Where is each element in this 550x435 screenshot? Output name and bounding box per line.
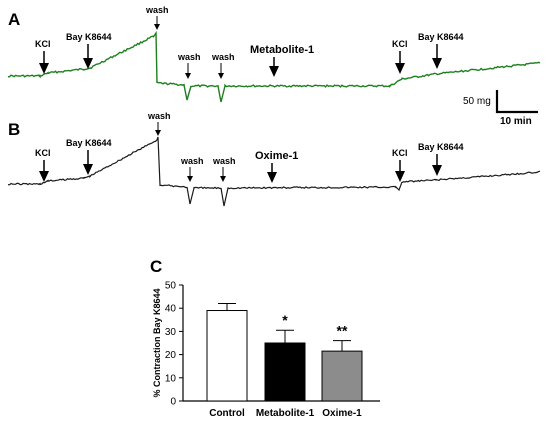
trace-a-wash1-label: wash [145, 5, 169, 15]
y-tick-label-0: 0 [170, 397, 176, 408]
trace-a-kcl2-arrow [395, 51, 405, 74]
trace-a-bay2-label: Bay K8644 [418, 32, 464, 42]
trace-a-bay1-label: Bay K8644 [66, 32, 112, 42]
trace-b-kcl2-label: KCl [392, 148, 408, 158]
trace-b-wash2-arrow [187, 167, 193, 182]
y-tick-label-20: 20 [165, 350, 177, 361]
scale-bar-vertical-label: 50 mg [463, 96, 491, 107]
trace-a-compound-label: Metabolite-1 [250, 44, 314, 56]
bar-metabolite-1 [264, 342, 306, 402]
y-tick-label-10: 10 [165, 373, 177, 384]
trace-b-kcl1-arrow [39, 160, 49, 182]
trace-a-wash3-arrow [218, 63, 224, 79]
y-axis-label: % Contraction Bay K8644 [152, 288, 162, 397]
category-label-0: Control [209, 408, 245, 419]
y-tick-label-50: 50 [165, 281, 177, 292]
trace-a-bay1-arrow [83, 44, 93, 69]
trace-a-kcl1-label: KCl [35, 39, 51, 49]
trace-b-compound-arrow [267, 163, 277, 183]
trace-b-wash3-label: wash [212, 156, 236, 166]
trace-b-bay1-arrow [83, 150, 93, 175]
trace-a-bay2-arrow [432, 44, 442, 69]
trace-a-kcl2-label: KCl [392, 39, 408, 49]
y-tick-label-30: 30 [165, 327, 177, 338]
scale-bar-horizontal-label: 10 min [500, 116, 532, 127]
category-label-2: Oxime-1 [322, 408, 362, 419]
trace-b-kcl2-arrow [395, 160, 405, 182]
category-label-1: Metabolite-1 [256, 408, 315, 419]
trace-a-wash2-arrow [185, 63, 191, 79]
significance-2: ** [337, 323, 348, 339]
trace-a-line [7, 30, 541, 103]
trace-b-wash2-label: wash [180, 156, 204, 166]
trace-b-wash3-arrow [220, 167, 226, 182]
trace-b-bay2-arrow [432, 154, 442, 176]
panel-a-letter: A [8, 10, 20, 29]
trace-a-wash1-arrow [154, 16, 160, 30]
bar-control [206, 310, 248, 402]
panel-b-letter: B [8, 120, 20, 139]
trace-a-kcl1-arrow [39, 51, 49, 74]
scale-bar: 50 mg 10 min [463, 90, 538, 127]
trace-a-compound-arrow [269, 57, 279, 77]
bar-oxime-1 [321, 350, 363, 402]
trace-b-kcl1-label: KCl [35, 148, 51, 158]
trace-a-annotations: KCl Bay K8644 wash wash wash Metabolite-… [35, 5, 464, 79]
trace-b-wash1-label: wash [147, 111, 171, 121]
panel-c-letter: C [150, 257, 162, 276]
trace-b-line [7, 136, 541, 207]
significance-1: * [282, 312, 288, 328]
trace-b-annotations: KCl Bay K8644 wash wash wash Oxime-1 [35, 111, 464, 183]
trace-b-bay2-label: Bay K8644 [418, 142, 464, 152]
trace-a-wash3-label: wash [211, 52, 235, 62]
trace-b-wash1-arrow [155, 122, 161, 136]
bar-chart: 0 10 20 30 40 50% Contraction Bay K8644Contro… [152, 281, 380, 419]
trace-b-bay1-label: Bay K8644 [66, 138, 112, 148]
y-tick-label-40: 40 [165, 304, 177, 315]
trace-a-wash2-label: wash [177, 52, 201, 62]
trace-b-compound-label: Oxime-1 [255, 150, 298, 162]
scale-bar-lines [495, 90, 538, 114]
